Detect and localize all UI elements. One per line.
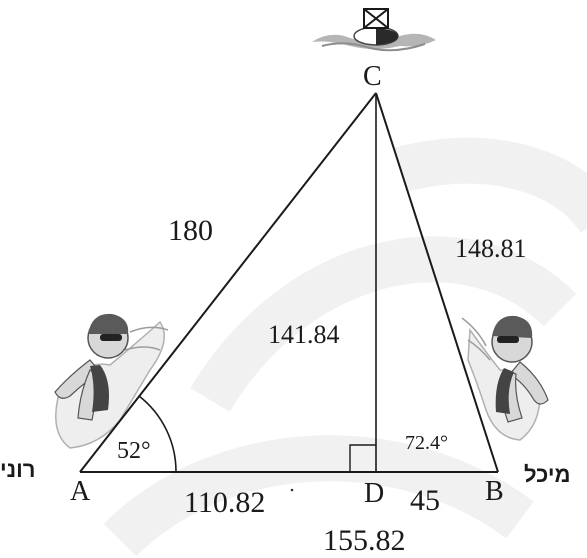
side-bc bbox=[375, 92, 499, 473]
angle-a-label: 52° bbox=[117, 438, 151, 464]
vertex-label-c: C bbox=[363, 61, 382, 92]
side-ac bbox=[79, 92, 377, 473]
angle-b-label: 72.4° bbox=[405, 432, 448, 454]
length-db: 45 bbox=[410, 484, 440, 517]
length-ad: 110.82 bbox=[184, 486, 265, 519]
watermark bbox=[103, 137, 587, 557]
vertex-label-d: D bbox=[364, 478, 384, 509]
tick-dot bbox=[290, 488, 294, 492]
vertex-label-b: B bbox=[485, 476, 504, 507]
right-angle-marker bbox=[349, 444, 376, 472]
length-cd: 141.84 bbox=[268, 320, 340, 349]
vertex-label-a: A bbox=[70, 476, 91, 507]
length-ac: 180 bbox=[168, 214, 213, 247]
swimmer-name-right: מיכל bbox=[524, 462, 570, 487]
swimmer-name-left: רוני bbox=[0, 457, 35, 482]
angle-arc-a bbox=[138, 395, 177, 473]
swimmer-right-icon bbox=[461, 315, 549, 441]
swimmer-left-icon bbox=[54, 313, 169, 449]
buoy-icon bbox=[312, 8, 436, 52]
length-bc: 148.81 bbox=[455, 234, 527, 263]
length-ab: 155.82 bbox=[323, 524, 406, 557]
triangle bbox=[79, 92, 499, 473]
